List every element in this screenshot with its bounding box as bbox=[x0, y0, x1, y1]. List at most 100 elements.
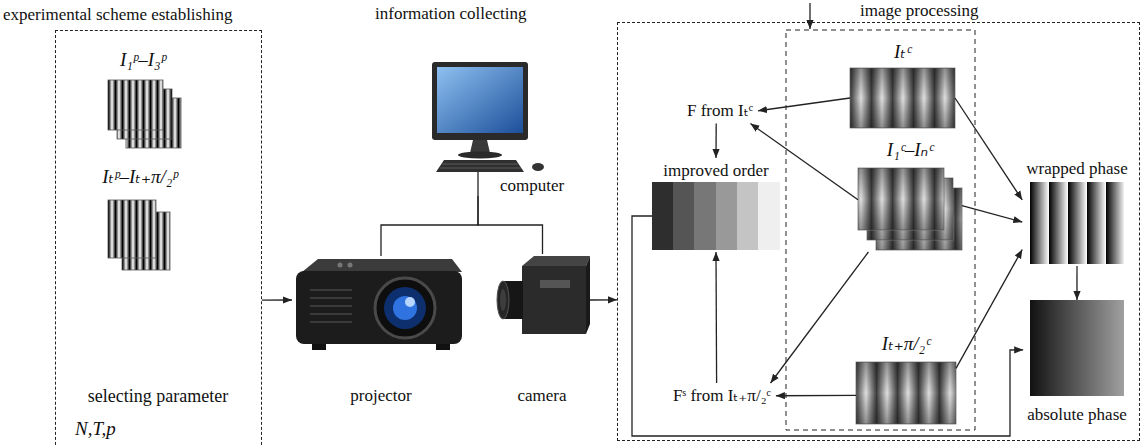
processing-panel: image processingF from Iₜᶜimproved order… bbox=[617, 22, 1140, 441]
projector-drawing bbox=[310, 289, 352, 291]
computer-drawing bbox=[470, 140, 490, 153]
pattern-stack: Iₜᵖ–Iₜ₊π/₂ᵖ bbox=[98, 163, 182, 273]
inner-dashed-box bbox=[786, 30, 975, 430]
computer-drawing bbox=[432, 62, 544, 196]
formula-label: F from Iₜᶜ bbox=[687, 101, 753, 121]
absolute-phase-image bbox=[1030, 300, 1124, 396]
fringe-order-image bbox=[716, 182, 738, 250]
image-label: improved order bbox=[663, 161, 768, 181]
computer-icon: computer bbox=[430, 60, 570, 196]
input-arrow bbox=[810, 3, 811, 29]
computer-drawing bbox=[477, 172, 478, 196]
projector-drawing bbox=[405, 297, 415, 307]
projector-drawing bbox=[348, 263, 353, 268]
captured-fringe-image bbox=[850, 68, 955, 128]
camera-icon: camera bbox=[495, 254, 590, 412]
camera-drawing bbox=[522, 256, 590, 266]
flow-arrow bbox=[715, 252, 717, 383]
projector-drawing bbox=[436, 344, 450, 350]
camera-drawing bbox=[497, 256, 590, 334]
flow-arrow bbox=[758, 98, 850, 111]
projector-drawing bbox=[384, 287, 426, 329]
scheme-panel: experimental scheme establishingselectin… bbox=[55, 30, 262, 445]
absolute-phase-image bbox=[1030, 300, 1124, 396]
projected-pattern-stack bbox=[108, 80, 163, 130]
flow-arrow bbox=[1076, 266, 1077, 300]
connector-line bbox=[381, 196, 478, 256]
device-label: projector bbox=[350, 386, 411, 406]
computer-drawing bbox=[532, 163, 544, 171]
flow-arrow bbox=[715, 124, 716, 158]
projector-drawing bbox=[338, 263, 343, 268]
projector-drawing bbox=[375, 278, 435, 338]
projected-pattern-stack bbox=[108, 200, 156, 258]
computer-drawing bbox=[432, 62, 528, 140]
flow-arrow bbox=[590, 299, 617, 300]
pattern-label: Iₜᵖ–Iₜ₊π/₂ᵖ bbox=[102, 166, 178, 188]
computer-drawing bbox=[436, 160, 524, 172]
camera-drawing bbox=[497, 281, 509, 319]
image-label: I₁ᶜ–Iₙᶜ bbox=[887, 139, 933, 161]
computer-drawing bbox=[458, 152, 502, 159]
formula-node: F from Iₜᶜ bbox=[682, 98, 758, 124]
flow-arrow bbox=[962, 206, 1022, 222]
captured-fringe-stack bbox=[858, 168, 944, 230]
section-heading: information collecting bbox=[375, 4, 527, 24]
projector-drawing bbox=[296, 259, 462, 350]
camera-drawing bbox=[540, 280, 570, 288]
phase-image: wrapped phase bbox=[1022, 156, 1132, 266]
computer-drawing bbox=[437, 67, 523, 133]
fringe-order-image bbox=[652, 182, 780, 250]
connector-line bbox=[478, 196, 543, 254]
fringe-image: Iₜ₊π/₂ᶜ bbox=[856, 330, 956, 426]
fringe-order-image bbox=[694, 182, 716, 250]
fringe-image: Iₜᶜ bbox=[850, 38, 955, 130]
captured-fringe-stack bbox=[858, 168, 962, 250]
projector-drawing bbox=[393, 296, 417, 320]
panel-heading: experimental scheme establishing bbox=[3, 5, 232, 25]
computer-drawing bbox=[440, 168, 521, 169]
projector-icon: projector bbox=[292, 256, 470, 412]
fringe-order-image bbox=[673, 182, 695, 250]
image-label: Iₜᶜ bbox=[894, 41, 911, 63]
image-label: Iₜ₊π/₂ᶜ bbox=[882, 333, 930, 355]
projected-pattern-stack bbox=[108, 200, 170, 270]
pattern-label: I₁ᵖ–I₃ᵖ bbox=[120, 49, 166, 71]
projector-drawing bbox=[296, 271, 462, 344]
flow-arrow bbox=[632, 216, 1023, 436]
projector-drawing bbox=[310, 305, 352, 307]
captured-fringe-image bbox=[850, 68, 955, 128]
device-label: computer bbox=[500, 176, 564, 196]
panel-heading: image processing bbox=[860, 1, 979, 21]
camera-drawing bbox=[586, 256, 590, 334]
flow-arrow bbox=[771, 252, 869, 383]
fringe-order-image bbox=[737, 182, 759, 250]
camera-drawing bbox=[522, 266, 586, 334]
projector-drawing bbox=[312, 344, 326, 350]
image-label: absolute phase bbox=[1027, 405, 1127, 425]
projected-pattern-stack bbox=[108, 80, 181, 148]
flow-arrow bbox=[776, 395, 856, 397]
parameter-list: N,T,p bbox=[75, 418, 116, 440]
pattern-stack: I₁ᵖ–I₃ᵖ bbox=[100, 46, 186, 152]
computer-drawing bbox=[442, 164, 518, 165]
formula-label: Fˢ from Iₜ₊π/₂ᶜ bbox=[673, 386, 771, 406]
captured-fringe-image bbox=[856, 362, 956, 424]
inner-dashed-box bbox=[786, 30, 975, 430]
device-label: camera bbox=[517, 386, 566, 406]
projector-drawing bbox=[310, 321, 352, 323]
phase-image: absolute phase bbox=[1023, 300, 1131, 428]
flow-arrow bbox=[955, 98, 1022, 200]
order-image: improved order bbox=[652, 158, 780, 252]
captured-fringe-image bbox=[856, 362, 956, 424]
projector-drawing bbox=[302, 259, 462, 272]
flow-arrow bbox=[262, 299, 292, 300]
parameter-label: selecting parameter bbox=[88, 386, 228, 407]
fringe-stack: I₁ᶜ–Iₙᶜ bbox=[858, 136, 962, 252]
wrapped-phase-image bbox=[1030, 182, 1124, 264]
input-arrow bbox=[809, 3, 810, 29]
fringe-order-image bbox=[652, 182, 674, 250]
captured-fringe-stack bbox=[858, 168, 944, 230]
